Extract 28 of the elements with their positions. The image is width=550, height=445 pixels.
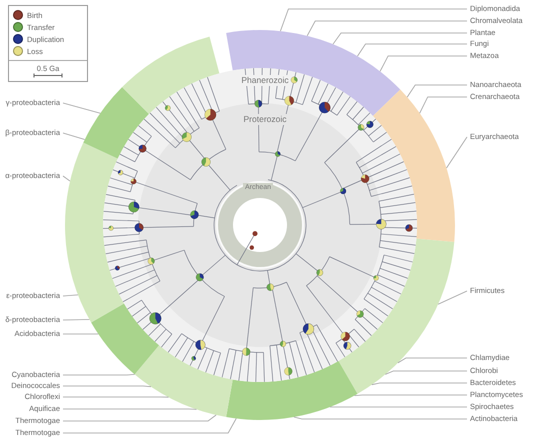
leader-line xyxy=(62,294,78,296)
leader-line xyxy=(398,358,468,364)
leader-line xyxy=(419,96,468,114)
leader-line xyxy=(306,20,468,36)
leader-line xyxy=(354,394,468,396)
leader-line xyxy=(330,406,468,408)
leader-line xyxy=(62,386,152,388)
leader-line xyxy=(62,418,237,434)
leader-line xyxy=(438,290,468,305)
leader-line xyxy=(62,414,216,422)
leader-line xyxy=(380,56,468,72)
era-label: Proterozoic xyxy=(242,114,288,124)
era-label: Phanerozoic xyxy=(239,75,291,86)
leader-line xyxy=(62,374,136,376)
leader-line xyxy=(384,370,468,375)
leader-line xyxy=(62,408,197,410)
leader-line xyxy=(62,102,101,114)
leader-line xyxy=(332,32,468,45)
leader-line xyxy=(280,8,468,32)
leader-line xyxy=(446,136,468,168)
leader-line xyxy=(62,319,90,320)
leader-line xyxy=(406,84,468,98)
leader-line xyxy=(62,132,86,140)
leader-line xyxy=(357,44,468,56)
leader-line xyxy=(371,382,468,386)
leader-line xyxy=(62,176,70,182)
leader-line xyxy=(62,396,169,398)
leader-line xyxy=(294,416,468,420)
